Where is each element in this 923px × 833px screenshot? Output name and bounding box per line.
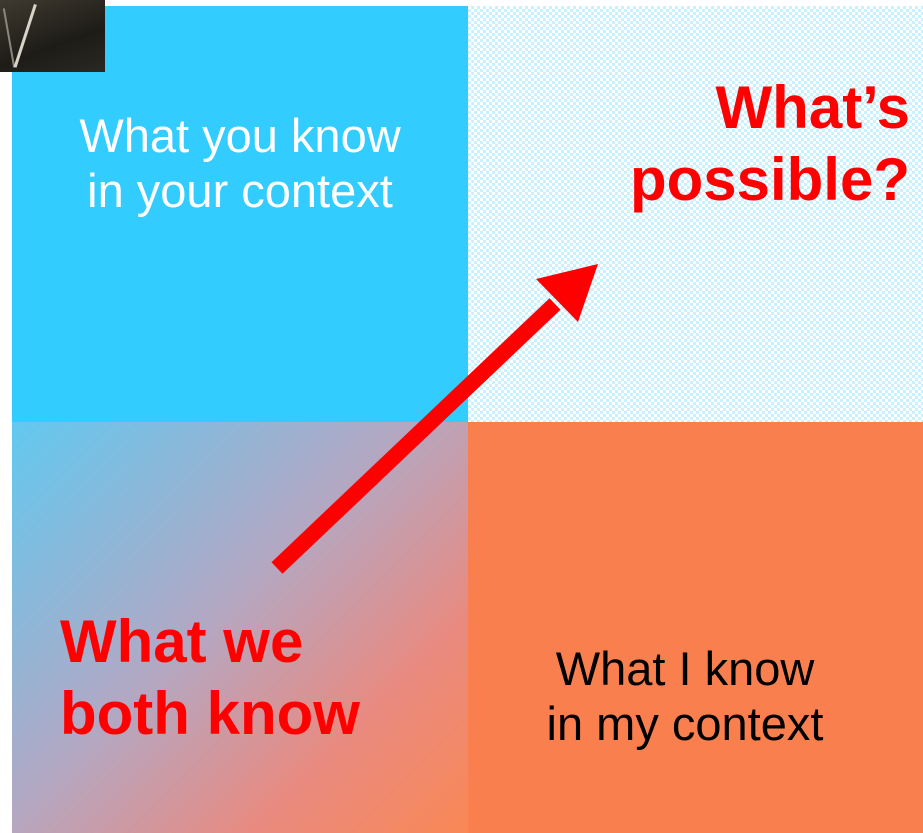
top-right-label: What’s possible? <box>520 72 910 216</box>
top-left-label-line2: in your context <box>87 164 393 218</box>
speaker-photo-thumbnail <box>0 0 105 72</box>
bottom-right-label: What I know in my context <box>480 641 890 752</box>
photo-detail <box>2 8 16 68</box>
top-right-label-line2: possible? <box>629 146 910 213</box>
photo-highlight <box>13 4 37 68</box>
bottom-left-label: What we both know <box>60 606 420 750</box>
top-right-label-line1: What’s <box>715 74 910 141</box>
quadrant-bottom-right <box>468 422 923 833</box>
bottom-left-label-line2: both know <box>60 680 360 747</box>
bottom-right-label-line1: What I know <box>555 642 815 695</box>
bottom-left-label-line1: What we <box>60 608 304 675</box>
top-left-label-line1: What you know <box>79 109 401 162</box>
bottom-right-label-line2: in my context <box>546 697 824 751</box>
quadrant-top-right <box>468 6 923 422</box>
top-left-label: What you know in your context <box>30 108 450 219</box>
